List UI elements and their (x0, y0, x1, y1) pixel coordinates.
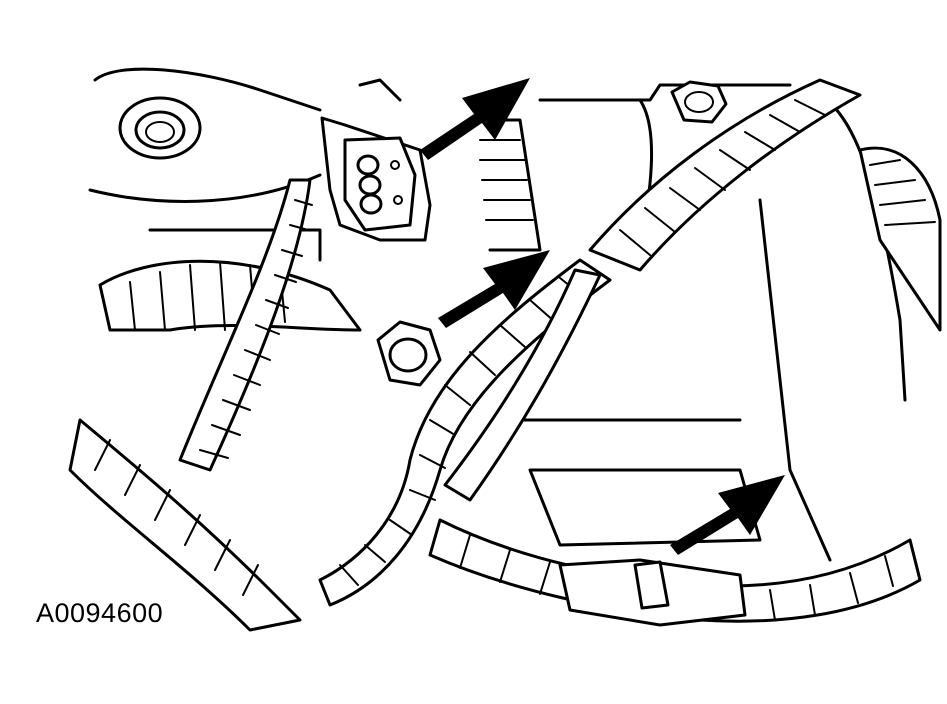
arrow-ground (670, 475, 785, 555)
mount-boss (118, 96, 202, 160)
harness-left (68, 178, 362, 632)
electrical-connector (320, 116, 432, 242)
connector-callout (420, 78, 530, 160)
harness-main (318, 78, 922, 627)
figure-id-label: A0094600 (36, 598, 164, 628)
hex-nut (376, 320, 442, 387)
nut-callout (438, 250, 550, 328)
arrow-nut (438, 250, 550, 328)
top-bolt (670, 80, 728, 124)
hose-right (858, 146, 942, 332)
arrow-connector (420, 78, 530, 160)
ground-callout (670, 475, 785, 555)
